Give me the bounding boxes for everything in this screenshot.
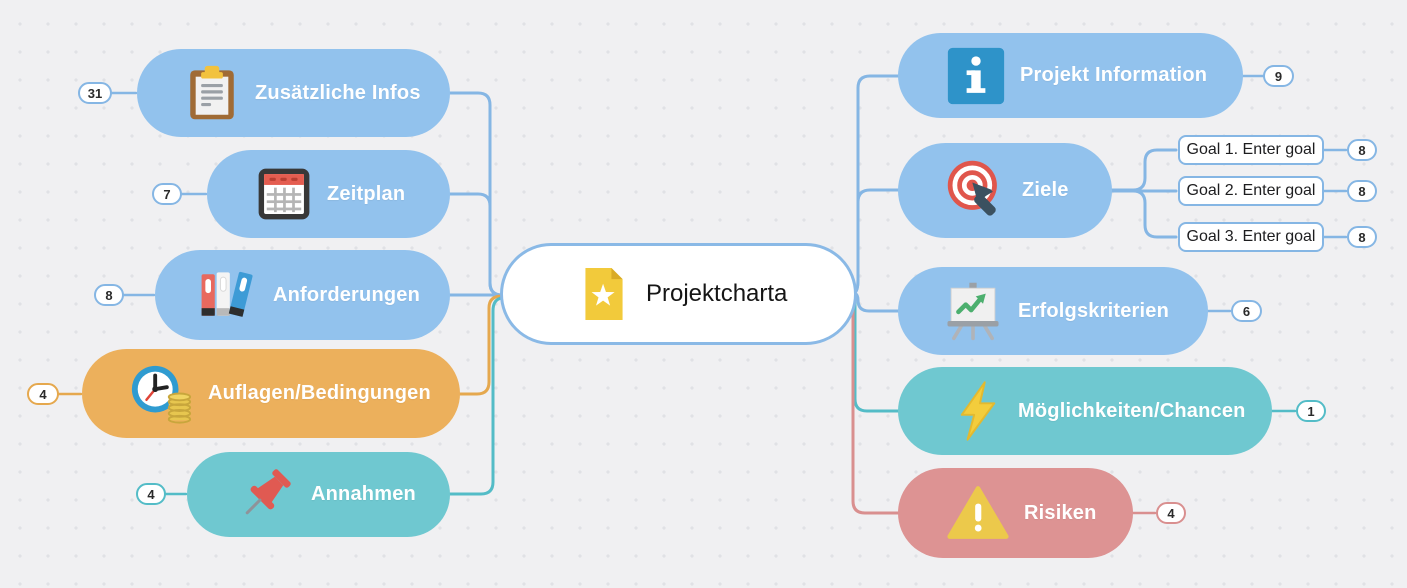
calendar-icon: [255, 165, 313, 223]
connector-risiken: [851, 293, 900, 515]
center-node-label: Projektcharta: [646, 280, 788, 307]
connector-zeitplan: [448, 192, 504, 297]
node-label: Anforderungen: [273, 283, 421, 306]
goal-label: Goal 3. Enter goal: [1186, 228, 1316, 245]
node-erfolgskriterien[interactable]: Erfolgskriterien: [898, 267, 1208, 355]
connector-goal-1: [1110, 148, 1178, 192]
node-label: Ziele: [1022, 179, 1069, 201]
node-projektcharta[interactable]: Projektcharta: [500, 243, 857, 345]
badge-goal-1[interactable]: 8: [1347, 139, 1377, 161]
presentation-chart-icon: [942, 280, 1004, 342]
clipboard-icon: [183, 61, 241, 125]
node-label: Auflagen/Bedingungen: [208, 382, 431, 404]
badge-zusaetzliche-infos[interactable]: 31: [78, 82, 112, 104]
node-goal-1[interactable]: Goal 1. Enter goal: [1178, 135, 1324, 165]
badge-moeglichkeiten[interactable]: 1: [1296, 400, 1326, 422]
node-goal-2[interactable]: Goal 2. Enter goal: [1178, 176, 1324, 206]
badge-annahmen[interactable]: 4: [136, 483, 166, 505]
node-anforderungen[interactable]: Anforderungen: [155, 250, 450, 340]
node-label: Zeitplan: [327, 182, 406, 205]
goal-label: Goal 2. Enter goal: [1186, 182, 1316, 199]
badge-goal-3[interactable]: 8: [1347, 226, 1377, 248]
badge-goal-2[interactable]: 8: [1347, 180, 1377, 202]
node-zeitplan[interactable]: Zeitplan: [207, 150, 450, 238]
goal-label: Goal 1. Enter goal: [1186, 141, 1316, 158]
node-label: Möglichkeiten/Chancen: [1018, 399, 1246, 422]
connector-erfolgskriterien: [853, 291, 900, 313]
badge-risiken[interactable]: 4: [1156, 502, 1186, 524]
node-moeglichkeiten-chancen[interactable]: Möglichkeiten/Chancen: [898, 367, 1272, 455]
node-risiken[interactable]: Risiken: [898, 468, 1133, 558]
badge-anforderungen[interactable]: 8: [94, 284, 124, 306]
node-label: Risiken: [1024, 501, 1097, 524]
node-ziele[interactable]: Ziele: [898, 143, 1112, 238]
info-icon: [946, 46, 1006, 106]
node-label: Erfolgskriterien: [1018, 299, 1170, 322]
lightning-icon: [956, 379, 1002, 443]
badge-projekt-information[interactable]: 9: [1263, 65, 1294, 87]
warning-icon: [946, 484, 1010, 542]
node-auflagen-bedingungen[interactable]: Auflagen/Bedingungen: [82, 349, 460, 438]
pushpin-icon: [237, 465, 297, 525]
connector-ziele: [853, 188, 900, 294]
node-projekt-information[interactable]: Projekt Information: [898, 33, 1243, 118]
document-star-icon: [578, 263, 630, 325]
node-label: Projekt Information: [1020, 64, 1208, 86]
node-goal-3[interactable]: Goal 3. Enter goal: [1178, 222, 1324, 252]
connector-annahmen: [448, 296, 504, 496]
target-arrow-icon: [944, 158, 1012, 224]
badge-erfolgskriterien[interactable]: 6: [1231, 300, 1262, 322]
node-annahmen[interactable]: Annahmen: [187, 452, 450, 537]
binders-icon: [195, 266, 259, 324]
node-zusaetzliche-infos[interactable]: Zusätzliche Infos: [137, 49, 450, 137]
node-label: Annahmen: [311, 483, 416, 505]
connector-projekt-information: [853, 74, 900, 294]
connector-goal-3: [1110, 189, 1178, 239]
connector-auflagen: [458, 294, 504, 396]
node-label: Zusätzliche Infos: [255, 81, 421, 104]
badge-auflagen[interactable]: 4: [27, 383, 59, 405]
clock-coins-icon: [128, 362, 194, 426]
badge-zeitplan[interactable]: 7: [152, 183, 182, 205]
